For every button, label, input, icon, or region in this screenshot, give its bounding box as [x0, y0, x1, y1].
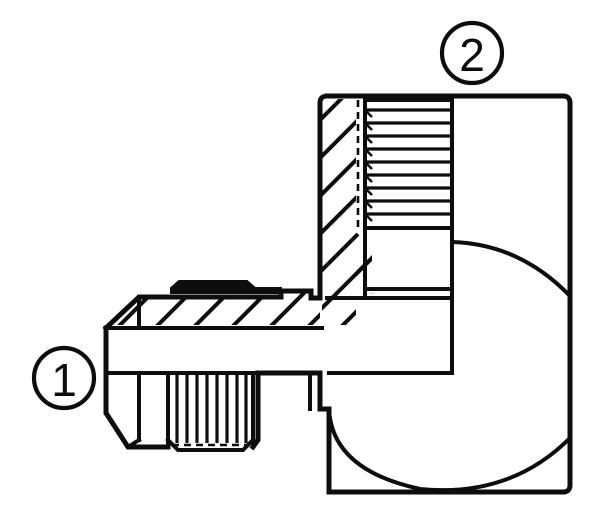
ball-arc-upper [449, 239, 573, 299]
horizontal-arm-left-face [103, 325, 171, 450]
balloon-2-circle [439, 20, 505, 86]
horizontal-thread-envelope [166, 371, 255, 449]
arm-step-lines [125, 371, 312, 450]
arm-step-left-chamfer [125, 437, 142, 450]
horizontal-thread-crests [175, 373, 248, 443]
hatch-vertical-wall [320, 99, 372, 294]
internal-bore-group [104, 94, 454, 375]
horizontal-arm-bottom-profile [249, 370, 332, 451]
vertical-port-thread-group [356, 98, 454, 230]
balloon-1[interactable]: 1 [31, 345, 97, 411]
balloon-1-circle [31, 345, 97, 411]
vertical-thread-crests [365, 108, 452, 216]
balloon-2-label: 2 [459, 29, 485, 81]
balloon-2[interactable]: 2 [439, 20, 505, 86]
horizontal-port-thread-group [165, 371, 256, 452]
seal-band-flange [254, 287, 282, 294]
balloon-1-label: 1 [51, 354, 77, 406]
vertical-thread-envelope [363, 98, 454, 230]
body-ball-arcs [326, 239, 573, 493]
seal-band [170, 280, 256, 294]
ball-arc-lower [326, 406, 573, 493]
vertical-thread-roots [364, 109, 373, 222]
